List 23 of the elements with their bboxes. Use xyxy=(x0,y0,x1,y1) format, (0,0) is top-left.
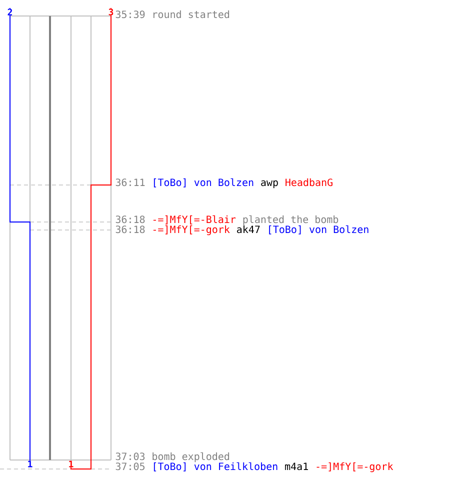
event-text: m4a1 xyxy=(285,462,308,470)
event-text: ak47 xyxy=(237,225,260,234)
event-text: [ToBo] von Bolzen xyxy=(269,225,368,234)
player-count: 1 xyxy=(68,460,74,468)
event-text: [ToBo] von Bolzen xyxy=(154,178,254,188)
event-text: bomb exploded xyxy=(152,452,230,462)
event-text: [ToBo] von Feilkloben xyxy=(154,462,278,472)
event-time: 37:03 xyxy=(116,452,145,460)
event-text: -=]MfY[=-Blair xyxy=(153,215,236,224)
event-time: 37:05 xyxy=(116,462,144,470)
event-text: -=]MfY[=-gork xyxy=(153,225,230,236)
event-time: 36:18 xyxy=(116,216,145,224)
event-text: HeadbanG xyxy=(286,178,332,186)
player-count: 1 xyxy=(27,460,33,468)
event-time: 35:39 xyxy=(116,10,145,18)
player-count: 2 xyxy=(7,8,13,16)
event-time: 36:11 xyxy=(116,178,145,186)
player-count: 3 xyxy=(108,8,114,16)
event-text: planted the bomb xyxy=(243,215,338,226)
event-text: -=]MfY[=-gork xyxy=(316,462,394,472)
event-text: awp xyxy=(261,180,278,188)
event-time: 36:18 xyxy=(116,226,145,234)
event-text: round started xyxy=(153,10,230,18)
